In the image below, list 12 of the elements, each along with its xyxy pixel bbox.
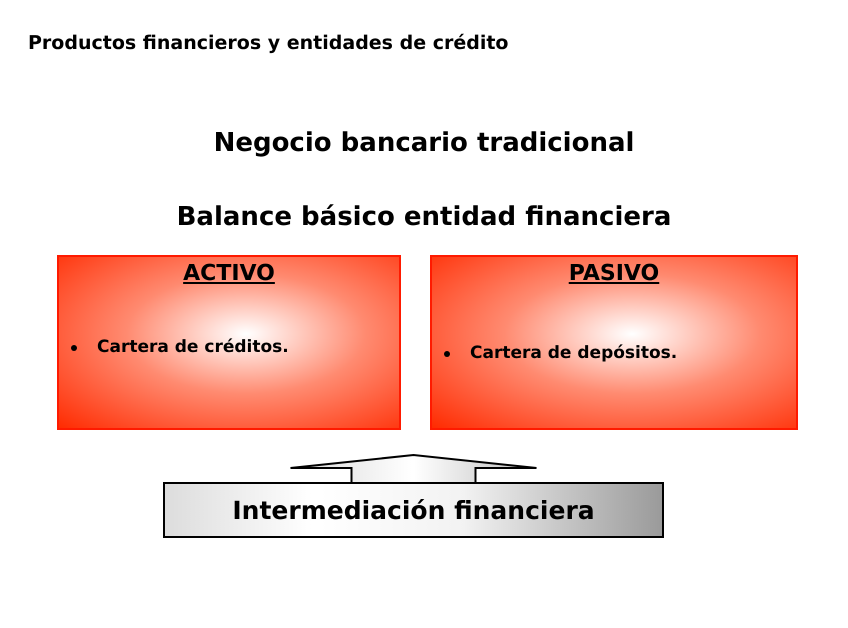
panel-heading: PASIVO — [568, 261, 660, 286]
page-title: Productos financieros y entidades de crédito — [28, 32, 508, 54]
heading-text: Balance básico entidad financiera — [176, 202, 672, 232]
balance-panel — [57, 255, 401, 430]
bullet-item: Cartera de depósitos. — [470, 343, 678, 363]
balance-panel — [430, 255, 798, 430]
block-arrow — [290, 454, 538, 483]
bullet-item: Cartera de créditos. — [97, 337, 289, 357]
heading-text: Negocio bancario tradicional — [212, 128, 636, 158]
box-label: Intermediación financiera — [232, 496, 595, 524]
panel-heading: ACTIVO — [182, 261, 276, 286]
process-box — [163, 482, 664, 538]
